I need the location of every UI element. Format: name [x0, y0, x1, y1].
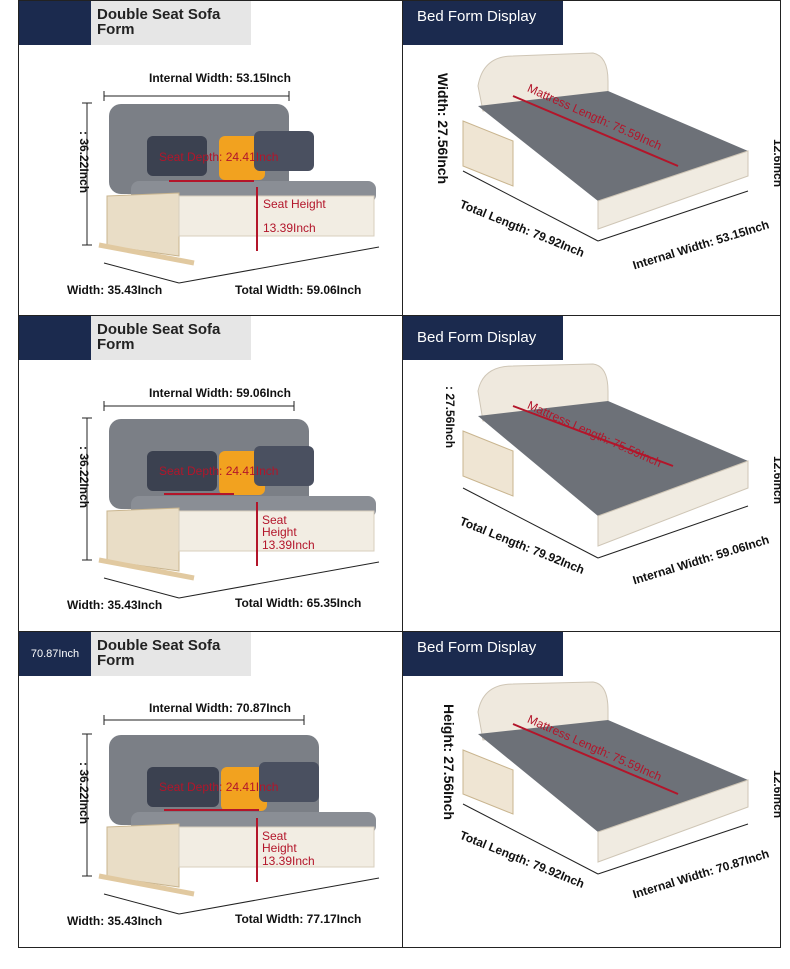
seat-height-label: Seat Height: [262, 829, 297, 855]
total-width-label: Total Width: 59.06Inch: [235, 283, 362, 297]
sofa-header: Double Seat Sofa Form: [19, 1, 251, 45]
sofa-illustration: [82, 715, 380, 915]
width-label: Width: 35.43Inch: [67, 283, 163, 297]
seat-height-value: 13.39Inch: [262, 854, 315, 868]
bed-illustration: [462, 52, 749, 242]
bed-title: Bed Form Display: [403, 632, 563, 676]
width-label: Width: 35.43Inch: [67, 914, 163, 928]
bed-right-label: 12.6Inch: [771, 139, 781, 188]
bed-title: Bed Form Display: [403, 1, 563, 45]
seat-height-label: Seat Height: [263, 197, 326, 211]
seat-depth-label: Seat Depth: 24.41Inch: [159, 780, 279, 794]
sofa-panel-3: 70.87Inch Double Seat Sofa Form Internal…: [18, 632, 403, 948]
height-label: : 36.22Inch: [77, 762, 91, 825]
bed-right-label: 12.6Inch: [771, 770, 781, 819]
seat-depth-label: Seat Depth: 24.41Inch: [159, 464, 279, 478]
bed-illustration: [462, 681, 749, 875]
bed-illustration: [462, 363, 749, 559]
bed-panel-3: Bed Form Display Height: 27.56Inch Mattr…: [403, 632, 781, 948]
header-side-label: 70.87Inch: [19, 632, 91, 676]
header-side-label: [19, 1, 91, 45]
sofa-title: Double Seat Sofa Form: [91, 316, 251, 360]
total-width-label: Total Width: 77.17Inch: [235, 912, 362, 926]
bed-title: Bed Form Display: [403, 316, 563, 360]
bed-side-label: : 27.56Inch: [443, 386, 457, 449]
bed-side-label: Width: 27.56Inch: [435, 73, 451, 185]
seat-height-value: 13.39Inch: [263, 221, 316, 235]
total-width-label: Total Width: 65.35Inch: [235, 596, 362, 610]
seat-height-label: Seat Height: [262, 513, 297, 539]
bed-side-label: Height: 27.56Inch: [441, 704, 457, 820]
internal-width-label: Internal Width: 59.06Inch: [149, 386, 291, 400]
sofa-illustration: [82, 91, 380, 284]
sofa-title: Double Seat Sofa Form: [91, 632, 251, 676]
height-label: : 36.22Inch: [77, 446, 91, 509]
seat-depth-label: Seat Depth: 24.41Inch: [159, 150, 279, 164]
sofa-panel-2: Double Seat Sofa Form Internal Width: 59…: [18, 316, 403, 632]
height-label: : 36.22Inch: [77, 131, 91, 194]
header-side-label: [19, 316, 91, 360]
bed-panel-1: Bed Form Display Width: 27.56Inch Mattre…: [403, 0, 781, 316]
bed-panel-2: Bed Form Display : 27.56Inch Mattress Le…: [403, 316, 781, 632]
bed-right-label: 12.6Inch: [771, 456, 781, 505]
internal-width-label: Internal Width: 70.87Inch: [149, 701, 291, 715]
internal-width-label: Internal Width: 53.15Inch: [149, 71, 291, 85]
sofa-illustration: [82, 401, 380, 599]
sofa-header: 70.87Inch Double Seat Sofa Form: [19, 632, 251, 676]
sofa-header: Double Seat Sofa Form: [19, 316, 251, 360]
sofa-panel-1: Double Seat Sofa Form Internal Width: 53…: [18, 0, 403, 316]
sofa-title: Double Seat Sofa Form: [91, 1, 251, 45]
width-label: Width: 35.43Inch: [67, 598, 163, 612]
seat-height-value: 13.39Inch: [262, 538, 315, 552]
